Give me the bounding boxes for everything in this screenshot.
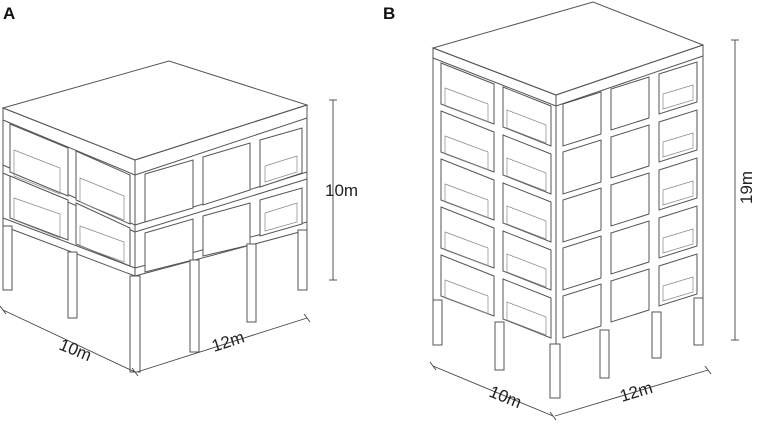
panel-b-window (610, 220, 650, 275)
panel-b-right-openings (562, 61, 698, 339)
panel-a-column (67, 251, 78, 319)
panel-b-window-inner (444, 231, 489, 267)
panel-b-window (610, 76, 650, 131)
panel-b-window-inner (444, 279, 489, 315)
panel-b-window (440, 254, 495, 317)
panel-b-window-inner (662, 228, 694, 254)
panel-b-window-inner (506, 157, 547, 192)
panel-b-window (502, 278, 552, 339)
panel-b-window-inner (444, 87, 489, 123)
panel-b-window (610, 172, 650, 227)
panel-a-label: A (3, 4, 15, 23)
panel-b-window (658, 205, 698, 259)
panel-b-column (651, 311, 662, 359)
panel-a-right-facade (134, 118, 308, 290)
panel-b-window (658, 109, 698, 163)
panel-a-column (189, 259, 200, 353)
panel-b-window (440, 62, 495, 125)
panel-b-window (562, 139, 602, 195)
panel-b-window-inner (662, 132, 694, 158)
panel-a-width-label: 10m (57, 335, 95, 365)
panel-a-column (2, 225, 13, 291)
panel-b-window (502, 230, 552, 291)
panel-a-height-label: 10m (325, 181, 358, 200)
panel-b-column (599, 329, 610, 379)
panel-b-dimensions (429, 39, 739, 421)
panel-b-window (562, 235, 602, 291)
panel-b-column (549, 343, 561, 399)
panel-b-window (502, 134, 552, 195)
panel-b-window (658, 253, 698, 307)
panel-a-dimensions (0, 99, 337, 377)
panel-b-height-label: 19m (737, 171, 756, 204)
panel-b-column (494, 321, 505, 371)
panel-b-column (432, 299, 443, 346)
panel-b-column (693, 297, 704, 346)
panel-b-window (502, 182, 552, 243)
panel-b-depth-label: 12m (618, 378, 655, 406)
panel-b-window-inner (662, 276, 694, 302)
panel-b-window-inner (444, 183, 489, 219)
panel-b-width-label: 10m (487, 382, 525, 412)
panel-b-window (562, 91, 602, 147)
panel-b-columns (432, 297, 704, 399)
panel-a: A (0, 4, 358, 377)
panel-a-left-facade (2, 120, 136, 372)
panel-a-column (246, 243, 257, 323)
panel-b-window (610, 124, 650, 179)
panel-b-window (658, 157, 698, 211)
panel-b-left-openings (440, 62, 552, 339)
panel-b: B (383, 1, 756, 421)
panel-b-window (562, 283, 602, 339)
panel-b-window-inner (444, 135, 489, 171)
panel-a-depth-label: 12m (209, 328, 246, 356)
panel-b-label: B (383, 4, 395, 23)
panel-b-window-inner (506, 253, 547, 288)
panel-a-column (129, 275, 141, 373)
panel-b-window-inner (662, 180, 694, 206)
panel-b-window-inner (506, 301, 547, 336)
panel-b-window (440, 110, 495, 173)
panel-b-window (658, 61, 698, 115)
panel-a-columns (2, 225, 308, 373)
panel-b-window-inner (506, 109, 547, 144)
panel-b-window (502, 86, 552, 147)
panel-b-window (440, 158, 495, 221)
panel-b-window-inner (506, 205, 547, 240)
panel-b-window (562, 187, 602, 243)
panel-b-window (610, 268, 650, 323)
panel-b-window (440, 206, 495, 269)
panel-a-column (297, 229, 308, 291)
panel-b-window-inner (662, 84, 694, 110)
